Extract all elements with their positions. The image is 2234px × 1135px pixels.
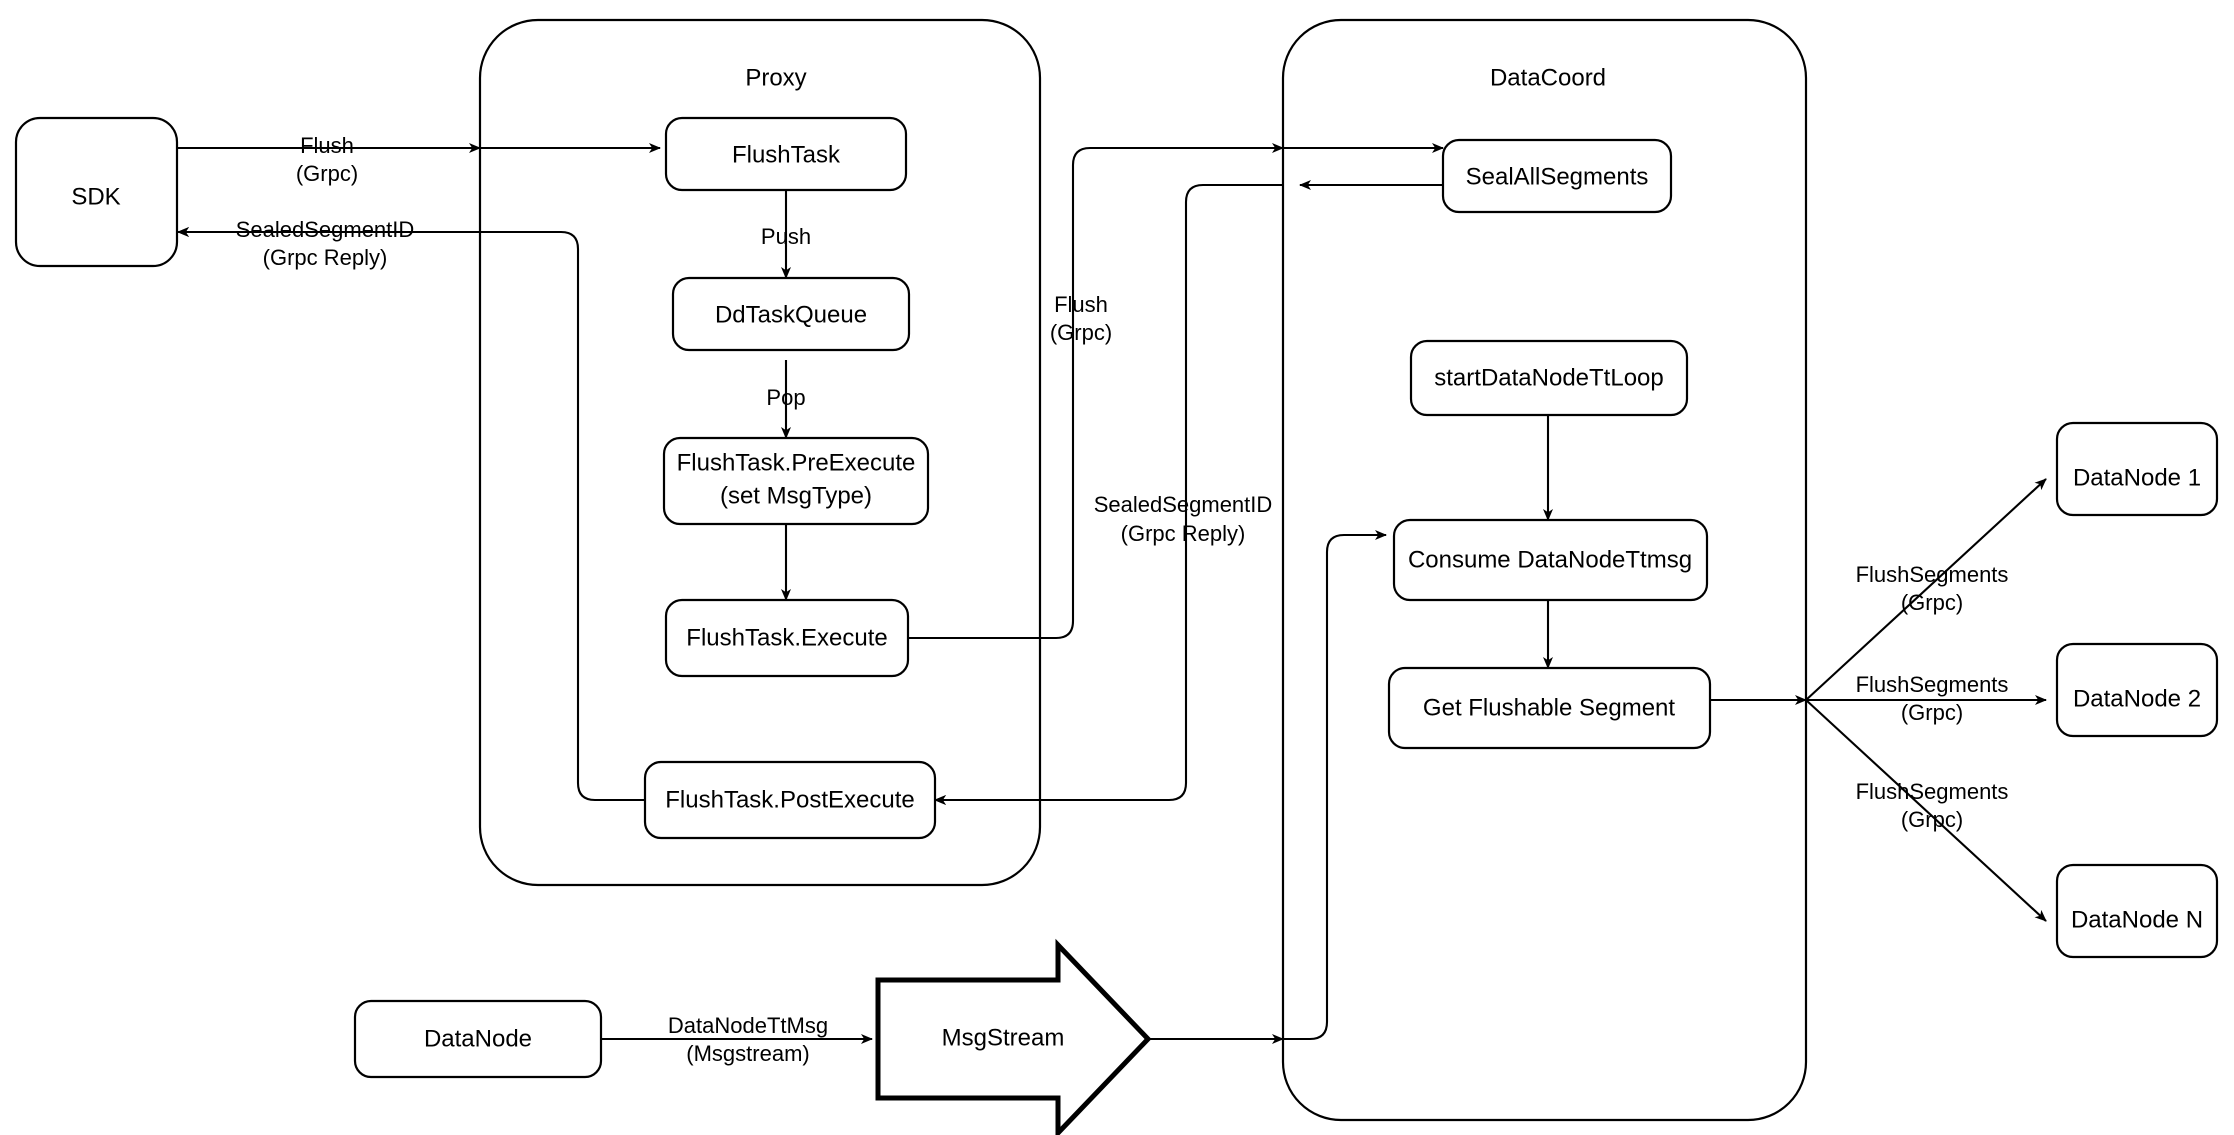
execute-box[interactable]: [664, 598, 910, 678]
datanode-n-label: DataNode N: [2071, 906, 2203, 933]
proxy-container-label: Proxy: [745, 64, 806, 91]
edge-label-sealedsegmentid-reply-line1: SealedSegmentID: [236, 217, 415, 242]
edge-postexecute-to-sdk: [177, 227, 645, 802]
edge-label-flushsegments-n-line1: FlushSegments: [1856, 779, 2009, 804]
container-datacoord: DataCoord: [1281, 18, 1808, 1122]
edge-label-flush-grpc-line1: Flush: [300, 133, 354, 158]
startdatanodettloop-label: startDataNodeTtLoop: [1434, 364, 1663, 391]
sealallsegments-label: SealAllSegments: [1466, 163, 1649, 190]
edge-label-flushsegments-1-line1: FlushSegments: [1856, 562, 2009, 587]
datanode-1-label: DataNode 1: [2073, 464, 2201, 491]
postexecute-box[interactable]: [643, 760, 937, 840]
flushtask-box[interactable]: [664, 116, 908, 192]
edge-label-datanodettmsg-line1: DataNodeTtMsg: [668, 1013, 828, 1038]
ddtaskqueue-box[interactable]: [671, 276, 911, 352]
edge-label-datanodettmsg-line2: (Msgstream): [686, 1041, 809, 1066]
preexecute-label-line1: FlushTask.PreExecute: [677, 449, 916, 476]
datanode-1-box[interactable]: [2055, 421, 2219, 517]
node-datanode-1[interactable]: DataNode 1: [2055, 421, 2219, 517]
preexecute-box[interactable]: [662, 436, 930, 526]
datacoord-container-boundary: [1281, 18, 1808, 1122]
edge-label-coord-to-proxy-line2: (Grpc Reply): [1121, 521, 1246, 546]
edge-label-flushsegments-n-line2: (Grpc): [1901, 807, 1963, 832]
postexecute-label: FlushTask.PostExecute: [665, 786, 914, 813]
msgstream-block-arrow-shape[interactable]: [875, 938, 1152, 1135]
edge-label-proxy-to-coord-line2: (Grpc): [1050, 320, 1112, 345]
edge-label-sealedsegmentid-reply-line2: (Grpc Reply): [263, 245, 388, 270]
sealallsegments-box[interactable]: [1441, 138, 1673, 214]
node-flushtask-preexecute[interactable]: FlushTask.PreExecute (set MsgType): [662, 436, 930, 526]
get-flushable-segment-box[interactable]: [1387, 666, 1712, 750]
node-consume-datanodettmsg[interactable]: Consume DataNodeTtmsg: [1392, 518, 1709, 602]
node-ddtaskqueue[interactable]: DdTaskQueue: [671, 276, 911, 352]
proxy-container-boundary: [478, 18, 1042, 887]
edge-label-pop: Pop: [766, 385, 805, 410]
node-flushtask-postexecute[interactable]: FlushTask.PostExecute: [643, 760, 937, 840]
edge-fanout-to-datanode-1: [1805, 478, 2047, 701]
node-datanode-n[interactable]: DataNode N: [2055, 863, 2219, 959]
node-sealallsegments[interactable]: SealAllSegments: [1441, 138, 1673, 214]
edge-label-flushsegments-2-line2: (Grpc): [1901, 700, 1963, 725]
edge-label-push: Push: [761, 224, 811, 249]
edge-label-coord-to-proxy-line1: SealedSegmentID: [1094, 492, 1273, 517]
datanode-source-box[interactable]: [353, 999, 603, 1079]
datanode-n-box[interactable]: [2055, 863, 2219, 959]
datanode-source-label: DataNode: [424, 1025, 532, 1052]
preexecute-label-line2: (set MsgType): [720, 482, 872, 509]
flushtask-label: FlushTask: [732, 141, 841, 168]
datacoord-container-label: DataCoord: [1490, 64, 1606, 91]
datanode-2-label: DataNode 2: [2073, 685, 2201, 712]
execute-label: FlushTask.Execute: [686, 624, 887, 651]
sdk-box[interactable]: [14, 116, 179, 268]
edge-label-proxy-to-coord-line1: Flush: [1054, 292, 1108, 317]
msgstream-label: MsgStream: [942, 1024, 1065, 1051]
node-datanode-source[interactable]: DataNode: [353, 999, 603, 1079]
edge-label-flushsegments-2-line1: FlushSegments: [1856, 672, 2009, 697]
datanode-2-box[interactable]: [2055, 642, 2219, 738]
node-msgstream[interactable]: MsgStream: [875, 938, 1152, 1135]
sdk-label: SDK: [71, 183, 120, 210]
consume-datanodettmsg-box[interactable]: [1392, 518, 1709, 602]
node-datanode-2[interactable]: DataNode 2: [2055, 642, 2219, 738]
edge-execute-to-datacoord: [908, 143, 1284, 640]
node-sdk[interactable]: SDK: [14, 116, 179, 268]
node-get-flushable-segment[interactable]: Get Flushable Segment: [1387, 666, 1712, 750]
edge-label-flushsegments-1-line2: (Grpc): [1901, 590, 1963, 615]
startdatanodettloop-box[interactable]: [1409, 339, 1689, 417]
ddtaskqueue-label: DdTaskQueue: [715, 301, 867, 328]
node-flushtask-execute[interactable]: FlushTask.Execute: [664, 598, 910, 678]
edge-label-flush-grpc-line2: (Grpc): [296, 161, 358, 186]
consume-datanodettmsg-label: Consume DataNodeTtmsg: [1408, 546, 1692, 573]
edge-datacoord-to-postexecute: [934, 183, 1283, 805]
get-flushable-segment-label: Get Flushable Segment: [1423, 694, 1675, 721]
node-flushtask[interactable]: FlushTask: [664, 116, 908, 192]
edge-fanout-to-datanode-n: [1805, 699, 2047, 922]
edge-datacoord-boundary-to-consume: [1283, 530, 1387, 1041]
node-startdatanodettloop[interactable]: startDataNodeTtLoop: [1409, 339, 1689, 417]
container-proxy: Proxy: [478, 18, 1042, 887]
